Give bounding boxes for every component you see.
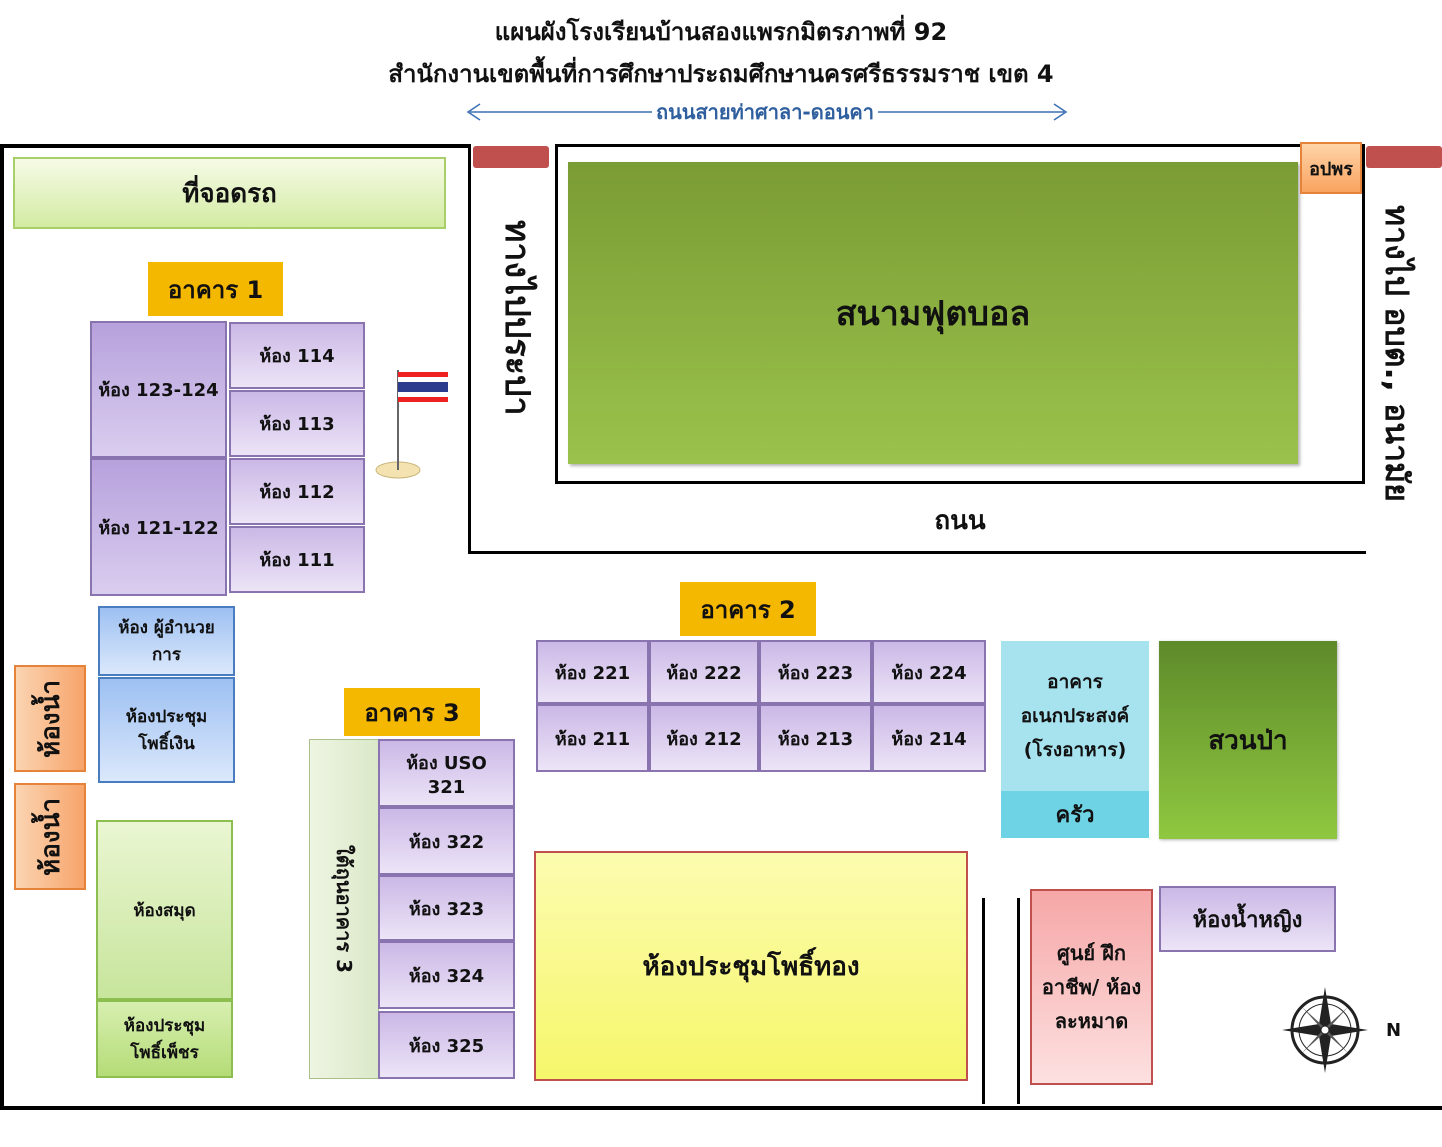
gate-right — [1366, 146, 1442, 168]
room-222: ห้อง 222 — [649, 640, 759, 704]
room-212: ห้อง 212 — [649, 704, 759, 772]
room-323: ห้อง 323 — [378, 875, 515, 941]
meeting-room-silver: ห้องประชุม โพธิ์เงิน — [98, 677, 235, 783]
gate-left — [473, 146, 549, 168]
flag-icon — [375, 370, 448, 479]
room-112: ห้อง 112 — [229, 458, 365, 525]
women-restroom: ห้องน้ำหญิง — [1159, 886, 1336, 952]
civil-defense-office: อปพร — [1300, 142, 1362, 194]
boundary-left — [0, 144, 4, 1110]
room-213: ห้อง 213 — [759, 704, 872, 772]
restroom-1: ห้องน้ำ — [35, 679, 66, 758]
building2-label: อาคาร 2 — [680, 582, 816, 636]
room-325: ห้อง 325 — [378, 1011, 515, 1079]
restroom-2: ห้องน้ำ — [35, 797, 66, 876]
path-line-1 — [982, 898, 985, 1104]
room-211: ห้อง 211 — [536, 704, 649, 772]
compass-north-label: N — [1386, 1020, 1402, 1041]
kitchen: ครัว — [1001, 791, 1149, 838]
football-field: สนามฟุตบอล — [568, 162, 1298, 464]
road-to-water-label: ทางไปประปา — [497, 220, 537, 416]
meeting-room-diamond: ห้องประชุม โพธิ์เพ็ชร — [96, 1000, 233, 1078]
room-223: ห้อง 223 — [759, 640, 872, 704]
vocational-center: ศูนย์ ฝึกอาชีพ/ ห้องละหมาด — [1030, 889, 1153, 1085]
meeting-room-gold: ห้องประชุมโพธิ์ทอง — [534, 851, 968, 1081]
room-123-124: ห้อง 123-124 — [90, 321, 227, 458]
room-221: ห้อง 221 — [536, 640, 649, 704]
building1-label: อาคาร 1 — [148, 262, 283, 316]
map-subtitle: สำนักงานเขตพื้นที่การศึกษาประถมศึกษานครศ… — [388, 60, 1054, 88]
boundary-inner-bottom — [468, 551, 1366, 554]
director-office: ห้อง ผู้อำนวยการ — [98, 606, 235, 676]
room-214: ห้อง 214 — [872, 704, 986, 772]
compass-icon — [1282, 987, 1368, 1073]
forest-garden: สวนป่า — [1159, 641, 1337, 839]
room-114: ห้อง 114 — [229, 322, 365, 389]
road-top-label: ถนนสายท่าศาลา-ดอนคา — [651, 100, 879, 124]
building3-label: อาคาร 3 — [344, 688, 480, 736]
path-line-2 — [1017, 898, 1020, 1104]
room-224: ห้อง 224 — [872, 640, 986, 704]
building3-undercroft: ใต้ถุนอาคาร 3 — [332, 844, 356, 973]
room-324: ห้อง 324 — [378, 941, 515, 1009]
parking-area: ที่จอดรถ — [13, 157, 446, 229]
field-enclosure — [555, 144, 1365, 484]
canteen-building: อาคาร อเนกประสงค์ (โรงอาหาร) — [1001, 641, 1149, 791]
map-title: แผนผังโรงเรียนบ้านสองแพรกมิตรภาพที่ 92 — [494, 18, 948, 46]
room-uso-321: ห้อง USO 321 — [378, 739, 515, 807]
boundary-top-left — [0, 144, 470, 148]
road-right-label: ทางไป อบต., อนามัย — [1378, 205, 1416, 502]
library: ห้องสมุด — [96, 820, 233, 1000]
boundary-bottom — [0, 1106, 1442, 1110]
road-bottom-label: ถนน — [934, 506, 986, 536]
boundary-inner-vertical — [468, 144, 471, 554]
room-113: ห้อง 113 — [229, 390, 365, 457]
room-111: ห้อง 111 — [229, 526, 365, 593]
room-322: ห้อง 322 — [378, 807, 515, 875]
room-121-122: ห้อง 121-122 — [90, 458, 227, 596]
